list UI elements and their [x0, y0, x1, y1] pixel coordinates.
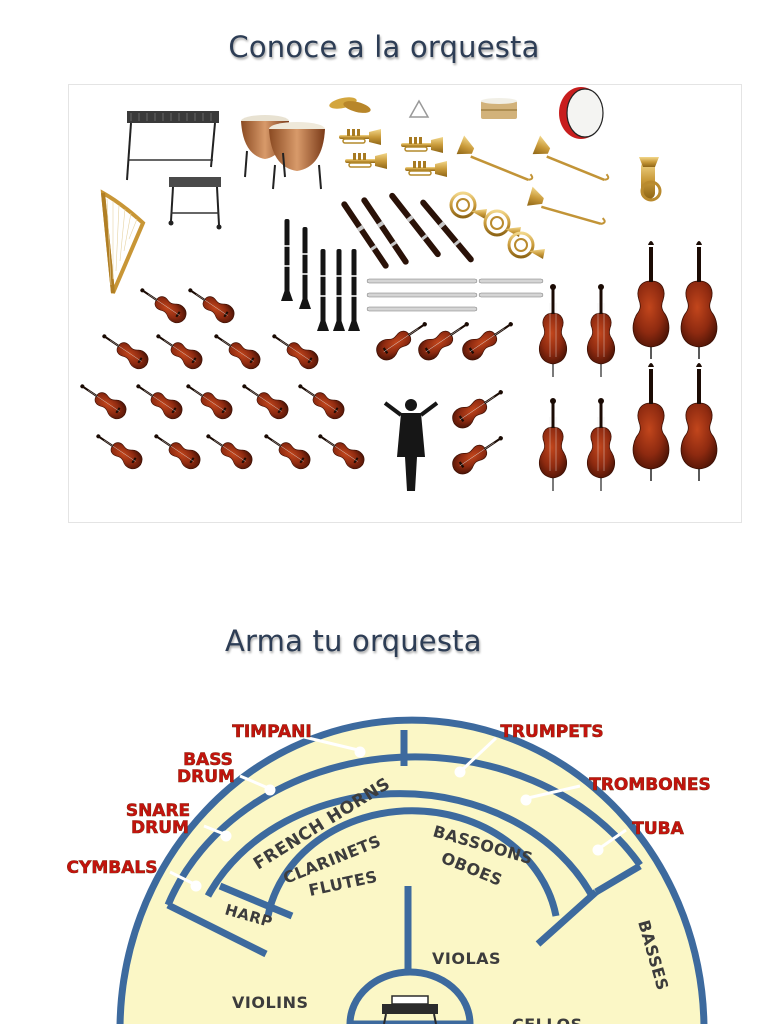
triangle-icon: [408, 99, 430, 118]
orchestra-seating-chart: TIMPANI BASS DRUM SNARE DRUM CYMBALS TRU…: [0, 700, 768, 1024]
podium-icon: [382, 995, 438, 1024]
page-title: Conoce a la orquesta: [228, 30, 540, 64]
label-snare-drum-line2: DRUM: [131, 818, 189, 838]
conductor-icon: [383, 399, 439, 491]
violas-icon: [372, 314, 519, 479]
glockenspiel-icon: [168, 177, 222, 230]
clarinets-icon: [281, 219, 360, 331]
label-trumpets: TRUMPETS: [500, 722, 603, 742]
label-bass-drum-line2: DRUM: [177, 767, 235, 787]
label-trombones: TROMBONES: [589, 775, 711, 795]
basses-icon: [632, 240, 718, 482]
snare-drum-icon: [481, 98, 517, 119]
bass-drum-icon: [559, 87, 604, 139]
orchestra-instruments-illustration: [68, 84, 742, 523]
xylophone-icon: [126, 111, 219, 181]
label-tuba: TUBA: [632, 819, 684, 839]
label-bass-drum-line1: BASS: [183, 750, 233, 770]
section-violins: VIOLINS: [232, 993, 309, 1012]
cellos-icon: [538, 283, 616, 492]
label-timpani: TIMPANI: [232, 722, 311, 742]
flutes-icon: [366, 278, 544, 312]
trumpets-icon: [338, 128, 448, 178]
section-violas: VIOLAS: [432, 949, 501, 968]
timpani-icon: [241, 115, 325, 190]
harp-icon: [100, 189, 146, 294]
label-snare-drum-line1: SNARE: [126, 801, 190, 821]
tuba-icon: [639, 157, 662, 202]
bassoons-icon: [340, 191, 476, 270]
cymbals-icon: [329, 97, 371, 113]
section-title: Arma tu orquesta: [225, 624, 482, 658]
section-cellos: CELLOS: [512, 1015, 583, 1024]
label-cymbals: CYMBALS: [67, 858, 158, 878]
